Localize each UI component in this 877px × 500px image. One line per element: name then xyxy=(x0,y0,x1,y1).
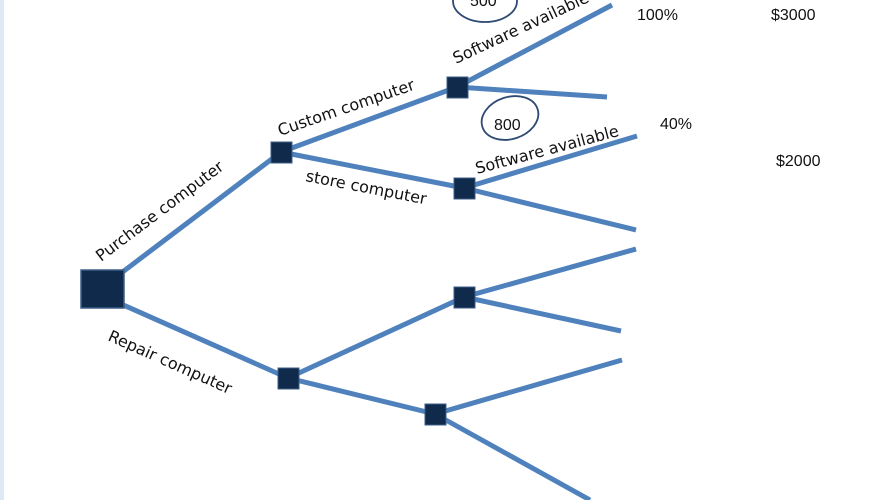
pct-top: 100% xyxy=(637,7,678,24)
bubble-top xyxy=(452,0,518,23)
left-edge xyxy=(0,0,4,500)
bubble-mid-value: 800 xyxy=(494,117,521,134)
node-store-choice xyxy=(453,177,476,200)
branch-store xyxy=(280,149,465,191)
branch-lower-a xyxy=(434,357,623,417)
root-decision-node xyxy=(80,269,125,309)
branches xyxy=(110,2,638,500)
branch-upper-b xyxy=(463,294,622,334)
pct-mid: 40% xyxy=(660,116,692,133)
payoff-top: $3000 xyxy=(771,7,816,24)
branch-custom-other xyxy=(456,84,608,100)
label-store: store computer xyxy=(304,166,429,208)
node-repair-lower xyxy=(424,403,447,426)
branch-custom xyxy=(280,84,458,155)
node-custom xyxy=(270,141,293,164)
nodes xyxy=(80,76,476,426)
bubble-mid xyxy=(480,95,540,141)
branch-repair xyxy=(110,297,290,381)
branch-custom-software xyxy=(455,2,614,90)
node-repair xyxy=(277,367,300,390)
branch-store-software xyxy=(463,133,638,191)
node-repair-upper xyxy=(453,286,476,309)
node-custom-choice xyxy=(446,76,469,99)
outcome-values: 100% 40% $3000 $2000 xyxy=(637,7,821,170)
bubble-top-value: 500 xyxy=(470,0,497,10)
branch-lower-b xyxy=(433,411,592,500)
branch-upper-a xyxy=(463,246,637,300)
branch-repair-upper xyxy=(286,294,466,381)
branch-purchase xyxy=(110,150,283,282)
bubbles: 500 800 xyxy=(452,0,540,141)
branch-labels: Purchase computer Repair computer Custom… xyxy=(92,0,621,398)
branch-repair-lower xyxy=(287,375,436,417)
payoff-mid: $2000 xyxy=(776,153,821,170)
label-repair: Repair computer xyxy=(105,326,235,398)
branch-store-other xyxy=(463,185,637,233)
